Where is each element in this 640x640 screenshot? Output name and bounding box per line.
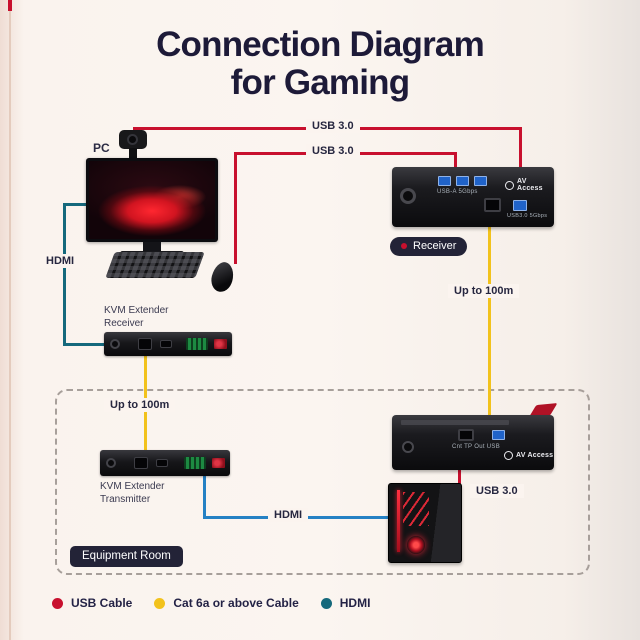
device-red-artwork (214, 339, 227, 349)
legend-item-usb: USB Cable (52, 596, 132, 610)
usb-cable-segment (519, 127, 522, 169)
distance-right-label: Up to 100m (448, 284, 520, 298)
brand-logo-icon (505, 180, 514, 190)
brand-logo-text: AV Access (516, 452, 554, 459)
brand-logo: AV Access (504, 451, 553, 460)
monitor-screen-game-image (89, 161, 215, 239)
monitor (86, 158, 218, 242)
monitor-stand-neck (143, 242, 161, 251)
receiver-device: USB-A 5Gbps USB3.0 5Gbps AV Access (392, 167, 554, 227)
page-title-line-2: for Gaming (230, 63, 410, 102)
usb-cable-segment (454, 152, 457, 169)
usb3-port-icon (513, 200, 527, 211)
keyboard-icon (105, 252, 205, 278)
usb-mid-label: USB 3.0 (306, 144, 360, 158)
hdmi-port-icon (156, 459, 168, 467)
cat6a-cable-dot-icon (154, 597, 166, 609)
usb-cable-dot-icon (52, 597, 63, 609)
kvm-receiver-label-line-2: Receiver (104, 317, 144, 329)
legend-item-hdmi: HDMI (320, 596, 371, 610)
hdmi-cable-segment (63, 203, 90, 206)
hdmi-port-icon (160, 340, 172, 348)
page-title: Connection Diagram for Gaming (0, 26, 640, 102)
hdmi-cable-segment (63, 343, 108, 346)
pc-label: PC (93, 141, 110, 155)
kvm-receiver-label: KVM Extender Receiver (104, 305, 168, 330)
kvm-transmitter-label-line-1: KVM Extender (100, 481, 165, 492)
usb-ports-label: USB-A 5Gbps (437, 189, 478, 195)
terminal-block-icon (186, 338, 208, 350)
kvm-receiver-label-line-1: KVM Extender (104, 305, 169, 316)
device-red-artwork (212, 458, 225, 468)
hdmi-cable-dot-icon (320, 597, 332, 609)
hdmi-cable-segment (63, 203, 66, 346)
gaming-pc-tower (388, 483, 462, 563)
receiver-badge-dot-icon (401, 243, 407, 249)
device-label-strip (401, 420, 509, 425)
antenna-connector-icon (110, 339, 120, 349)
usb-cable-segment (458, 468, 461, 492)
usb-cable-segment (234, 152, 237, 264)
usb-top-label: USB 3.0 (306, 119, 360, 133)
terminal-block-icon (184, 457, 206, 469)
receiver-badge-label: Receiver (413, 240, 457, 252)
legend: USB Cable Cat 6a or above Cable HDMI (52, 596, 370, 610)
ports-label: Cnt TP Out USB (452, 444, 500, 450)
cat6a-cable-segment (488, 226, 491, 416)
kvm-transmitter-device (100, 450, 230, 476)
page-edge-stripe (9, 0, 11, 640)
antenna-connector-icon (106, 458, 116, 468)
ethernet-port-icon (134, 457, 148, 469)
tower-rgb-fan-icon (407, 536, 425, 554)
kvm-transmitter-label-line-2: Transmitter (100, 493, 151, 505)
equipment-room-box (55, 389, 590, 575)
webcam-lens-icon (127, 134, 138, 145)
usb-a-ports (438, 176, 487, 186)
brand-logo-icon (504, 451, 513, 460)
usb3-port-label: USB3.0 5Gbps (507, 213, 548, 219)
page-edge-red-tick (8, 0, 12, 11)
usb-port-icon (456, 176, 469, 186)
usb-port-icon (492, 430, 505, 440)
distance-left-label: Up to 100m (104, 398, 176, 412)
brand-logo: AV Access (505, 178, 554, 192)
equipment-room-badge-label: Equipment Room (82, 550, 171, 562)
hdmi-left-label: HDMI (40, 254, 81, 268)
mouse-icon (208, 259, 237, 295)
antenna-connector-icon (400, 188, 416, 204)
legend-label-hdmi: HDMI (339, 596, 371, 610)
tower-rgb-stripes (403, 492, 429, 526)
usb-port-icon (474, 176, 487, 186)
webcam-stand (129, 148, 137, 159)
receiver-badge: Receiver (390, 237, 468, 256)
ethernet-port-icon (458, 429, 474, 441)
equipment-room-badge: Equipment Room (70, 546, 183, 567)
legend-label-usb: USB Cable (71, 596, 133, 610)
kvm-receiver-device (104, 332, 232, 356)
tower-rgb-strip (397, 490, 400, 552)
hdmi-cable-segment (203, 474, 206, 519)
hdmi-bottom-label: HDMI (268, 508, 309, 522)
brand-logo-text: AV Access (516, 178, 543, 192)
legend-label-cat6a: Cat 6a or above Cable (173, 596, 299, 610)
webcam-icon (119, 130, 147, 149)
ethernet-port-icon (138, 338, 152, 350)
equipment-extender-device: Cnt TP Out USB AV Access (392, 415, 554, 470)
legend-item-cat6a: Cat 6a or above Cable (154, 596, 299, 610)
page-title-line-1: Connection Diagram (156, 25, 485, 64)
usb-port-icon (438, 176, 451, 186)
screw-knob-icon (402, 441, 414, 453)
ethernet-port-icon (484, 198, 501, 212)
usb-bottom-label: USB 3.0 (470, 484, 524, 498)
kvm-transmitter-label: KVM Extender Transmitter (100, 481, 164, 506)
